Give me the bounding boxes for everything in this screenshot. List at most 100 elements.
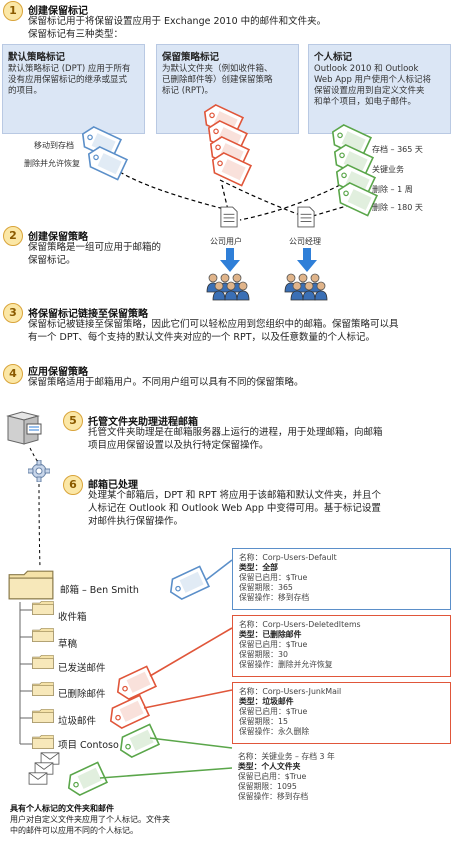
personal-tag-label-2: 关键业务 xyxy=(372,165,404,174)
tag-setting-deleted-enabled: 保留已启用：$True xyxy=(239,640,308,649)
step-1-title: 创建保留标记 xyxy=(28,6,88,17)
step-2-body: 保留策略是一组可应用于邮箱的 保留标记。 xyxy=(28,241,208,267)
arrow-down-icon-2 xyxy=(297,248,317,272)
step-5-line-1: 托管文件夹助理是在邮箱服务器上运行的进程，用于处理邮箱，向邮箱 xyxy=(88,427,383,438)
gear-icon xyxy=(28,460,50,482)
step-1-line-1: 保留标记用于将保留设置应用于 Exchange 2010 中的邮件和文件夹。 xyxy=(28,16,327,27)
tag-setting-connectors xyxy=(99,559,233,779)
personal-tag-label-1: 存档 – 365 天 xyxy=(372,145,423,154)
user-group-icon-2 xyxy=(284,273,332,301)
tag-setting-deleted-period: 30 xyxy=(277,650,288,659)
policy-document-icon-1 xyxy=(220,206,238,228)
step-3-line-1: 保留标记被链接至保留策略，因此它们可以轻松应用到您组织中的邮箱。保留策略可以具 xyxy=(28,319,399,330)
dpt-action-1: 移动到存档 xyxy=(34,141,74,150)
tag-setting-default-period-label: 保留期限： xyxy=(239,583,278,592)
mailbox-server-icon xyxy=(6,411,42,445)
tag-setting-personal-name: 名称：关键业务 – 存档 3 年 xyxy=(238,752,335,761)
step-3-badge: 3 xyxy=(3,303,23,323)
step-1-badge: 1 xyxy=(3,1,23,21)
tag-setting-junk-period-label: 保留期限： xyxy=(239,717,278,726)
step-2-line-1: 保留策略是一组可应用于邮箱的 xyxy=(28,242,162,253)
step-6-line-3: 对邮件执行保留操作。 xyxy=(88,516,184,527)
step-2-line-2: 保留标记。 xyxy=(28,255,76,266)
process-dashes xyxy=(29,447,41,569)
personal-tag-label-4: 删除 – 180 天 xyxy=(372,203,423,212)
step-1-line-2: 保留标记有三种类型： xyxy=(28,29,124,40)
step-4-body: 保留策略适用于邮箱用户。不同用户组可以具有不同的保留策略。 xyxy=(28,376,450,389)
tag-setting-junk-period: 15 xyxy=(277,717,288,726)
dpt-box-desc-3: 的项目。 xyxy=(8,86,43,96)
step-5-title: 托管文件夹助理进程邮箱 xyxy=(88,417,198,428)
step-4-badge: 4 xyxy=(3,364,23,384)
policy-name-2: 公司经理 xyxy=(289,237,321,246)
personal-tag-label-3: 删除 – 1 周 xyxy=(372,185,413,194)
tag-setting-default-name: 名称：Corp-Users-Default xyxy=(239,553,337,562)
tag-setting-default-enabled: 保留已启用：$True xyxy=(239,573,308,582)
tag-setting-personal-action: 保留操作：移到存档 xyxy=(238,792,309,801)
tag-setting-junk-type: 垃圾邮件 xyxy=(262,697,294,706)
rpt-box-title: 保留策略标记 xyxy=(162,52,220,63)
tag-setting-personal-period: 1095 xyxy=(276,782,297,791)
folder-label-sent: 已发送邮件 xyxy=(58,663,106,674)
personal-tag-box: 个人标记 Outlook 2010 和 Outlook Web App 用户使用… xyxy=(308,44,451,134)
personal-box-desc-1: Outlook 2010 和 Outlook xyxy=(314,64,419,74)
tag-setting-junk-type-label: 类型： xyxy=(239,697,263,706)
tag-setting-personal-enabled: 保留已启用：$True xyxy=(238,772,307,781)
folder-label-project: 项目 Contoso xyxy=(58,740,119,751)
dpt-box-desc-1: 默认策略标记 (DPT) 应用于所有 xyxy=(8,64,131,74)
tag-setting-personal-period-label: 保留期限： xyxy=(238,782,277,791)
rpt-box-desc-3: 标记 (RPT)。 xyxy=(162,86,214,96)
step-2-title: 创建保留策略 xyxy=(28,232,88,243)
step-6-line-1: 处理某个邮箱后，DPT 和 RPT 将应用于该邮箱和默认文件夹，并且个 xyxy=(88,490,382,501)
person-icon xyxy=(314,281,328,301)
tag-setting-deleted: 名称：Corp-Users-DeletedItems 类型：已删除邮件 保留已启… xyxy=(232,615,451,677)
tag-setting-personal-type: 个人文件夹 xyxy=(261,762,301,771)
folder-label-inbox: 收件箱 xyxy=(58,612,87,623)
tag-setting-junk-enabled: 保留已启用：$True xyxy=(239,707,308,716)
tag-setting-junk: 名称：Corp-Users-JunkMail 类型：垃圾邮件 保留已启用：$Tr… xyxy=(232,682,451,744)
mailbox-caption-line-1: 用户对自定义文件夹应用了个人标记。文件夹 xyxy=(10,815,170,824)
dpt-box-title: 默认策略标记 xyxy=(8,52,66,63)
step-5-badge: 5 xyxy=(63,411,83,431)
folder-label-junk: 垃圾邮件 xyxy=(58,716,97,727)
person-icon xyxy=(236,281,250,301)
tag-setting-default-type-label: 类型： xyxy=(239,563,263,572)
tag-setting-default-action: 保留操作：移到存档 xyxy=(239,593,310,602)
step-6-title: 邮箱已处理 xyxy=(88,480,138,491)
tag-setting-deleted-action: 保留操作：删除并允许恢复 xyxy=(239,660,333,669)
mailbox-caption-title: 具有个人标记的文件夹和邮件 xyxy=(10,804,114,813)
tag-setting-deleted-period-label: 保留期限： xyxy=(239,650,278,659)
step-4-title: 应用保留策略 xyxy=(28,367,88,378)
tag-setting-default-period: 365 xyxy=(277,583,293,592)
personal-box-desc-2: Web App 用户使用个人标记将 xyxy=(314,75,432,85)
tag-setting-default: 名称：Corp-Users-Default 类型：全部 保留已启用：$True … xyxy=(232,548,451,610)
tag-setting-personal: 名称：关键业务 – 存档 3 年 类型：个人文件夹 保留已启用：$True 保留… xyxy=(232,748,449,808)
folder-tree-lines xyxy=(19,602,32,745)
mailbox-caption: 具有个人标记的文件夹和邮件 用户对自定义文件夹应用了个人标记。文件夹 中的邮件可… xyxy=(10,803,210,836)
step-6-badge: 6 xyxy=(63,475,83,495)
personal-box-title: 个人标记 xyxy=(314,52,353,63)
step-3-title: 将保留标记链接至保留策略 xyxy=(28,309,148,320)
step-5-body: 托管文件夹助理是在邮箱服务器上运行的进程，用于处理邮箱，向邮箱 项目应用保留设置… xyxy=(88,426,450,452)
step-4-line-1: 保留策略适用于邮箱用户。不同用户组可以具有不同的保留策略。 xyxy=(28,377,304,388)
step-1-body: 保留标记用于将保留设置应用于 Exchange 2010 中的邮件和文件夹。 保… xyxy=(28,15,448,41)
step-5-line-2: 项目应用保留设置以及执行特定保留操作。 xyxy=(88,440,269,451)
step-3-line-2: 有一个 DPT、每个支持的默认文件夹对应的一个 RPT，以及任意数量的个人标记。 xyxy=(28,332,376,343)
dpt-box-desc-2: 没有应用保留标记的继承或显式 xyxy=(8,75,128,85)
personal-box-desc-4: 和单个项目，如电子邮件。 xyxy=(314,97,417,107)
rpt-box-desc-1: 为默认文件夹（例如收件箱、 xyxy=(162,64,273,74)
tag-setting-junk-action: 保留操作：永久删除 xyxy=(239,727,310,736)
tag-setting-personal-type-label: 类型： xyxy=(238,762,262,771)
folder-label-deleted: 已删除邮件 xyxy=(58,689,106,700)
dpt-box: 默认策略标记 默认策略标记 (DPT) 应用于所有 没有应用保留标记的继承或显式… xyxy=(2,44,145,134)
mailbox-name: 邮箱 – Ben Smith xyxy=(60,585,139,596)
mailbox-caption-line-2: 中的邮件可以应用不同的个人标记。 xyxy=(10,826,138,835)
tag-setting-deleted-type-label: 类型： xyxy=(239,630,263,639)
tag-setting-deleted-name: 名称：Corp-Users-DeletedItems xyxy=(239,620,361,629)
policy-name-1: 公司用户 xyxy=(210,237,242,246)
personal-box-desc-3: 保留设置应用到自定义文件夹 xyxy=(314,86,425,96)
rpt-box-desc-2: 已删除邮件等）创建保留策略 xyxy=(162,75,273,85)
tag-setting-default-type: 全部 xyxy=(262,563,278,572)
tag-setting-junk-name: 名称：Corp-Users-JunkMail xyxy=(239,687,342,696)
step-6-body: 处理某个邮箱后，DPT 和 RPT 将应用于该邮箱和默认文件夹，并且个 人标记在… xyxy=(88,489,450,528)
